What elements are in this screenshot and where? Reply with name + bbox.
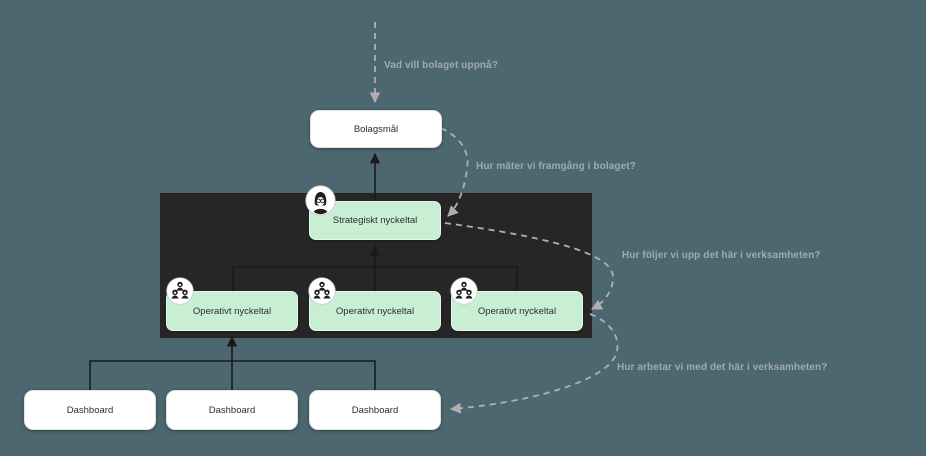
node-label: Operativt nyckeltal	[477, 305, 557, 317]
node-label: Dashboard	[351, 404, 399, 416]
node-dashboard-2[interactable]: Dashboard	[166, 390, 298, 430]
node-label: Operativt nyckeltal	[192, 305, 272, 317]
team-avatar-icon	[308, 277, 336, 305]
node-dashboard-3[interactable]: Dashboard	[309, 390, 441, 430]
node-label: Bolagsmål	[353, 123, 399, 135]
node-label: Strategiskt nyckeltal	[332, 215, 418, 226]
node-label: Dashboard	[66, 404, 114, 416]
annotation-hur-mater-vi-framgang: Hur mäter vi framgång i bolaget?	[476, 161, 636, 172]
annotation-hur-arbetar-vi-med: Hur arbetar vi med det här i verksamhete…	[617, 362, 828, 373]
node-bolagsmal[interactable]: Bolagsmål	[310, 110, 442, 148]
node-label: Operativt nyckeltal	[335, 305, 415, 317]
team-avatar-icon	[450, 277, 478, 305]
person-avatar-icon	[305, 185, 336, 216]
node-label: Dashboard	[208, 404, 256, 416]
annotation-hur-foljer-vi-upp: Hur följer vi upp det här i verksamheten…	[622, 250, 821, 261]
node-dashboard-1[interactable]: Dashboard	[24, 390, 156, 430]
edge-dashboard-branch	[89, 360, 376, 390]
team-avatar-icon	[166, 277, 194, 305]
annotation-vad-vill-bolaget-uppna: Vad vill bolaget uppnå?	[384, 60, 498, 71]
